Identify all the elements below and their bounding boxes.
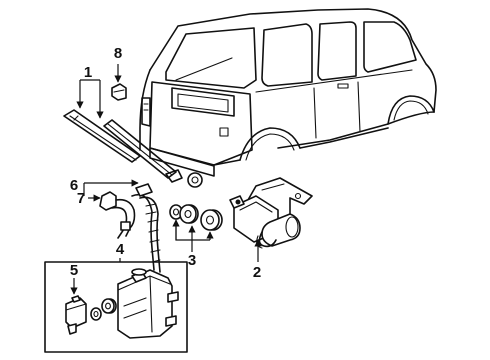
pump-seals	[90, 298, 117, 321]
pivot-cap	[187, 172, 203, 188]
callout-6: 6	[70, 177, 78, 194]
washer-hose-assembly	[99, 183, 161, 273]
wiper-blade-and-arm	[63, 109, 183, 183]
reservoir-assembly-box	[44, 261, 188, 353]
washer-nozzle	[111, 83, 127, 101]
mounting-grommets	[169, 204, 223, 231]
callout-7: 7	[77, 190, 85, 207]
van-body	[139, 8, 437, 177]
callout-5: 5	[70, 262, 78, 279]
wiper-motor	[229, 177, 313, 249]
callout-1: 1	[84, 64, 92, 81]
callout-2: 2	[253, 264, 261, 281]
callout-8: 8	[114, 45, 122, 62]
callout-4: 4	[116, 241, 125, 258]
washer-reservoir	[117, 268, 179, 339]
leader-lines	[70, 64, 262, 295]
callout-3: 3	[188, 252, 196, 269]
washer-pump	[65, 295, 87, 335]
